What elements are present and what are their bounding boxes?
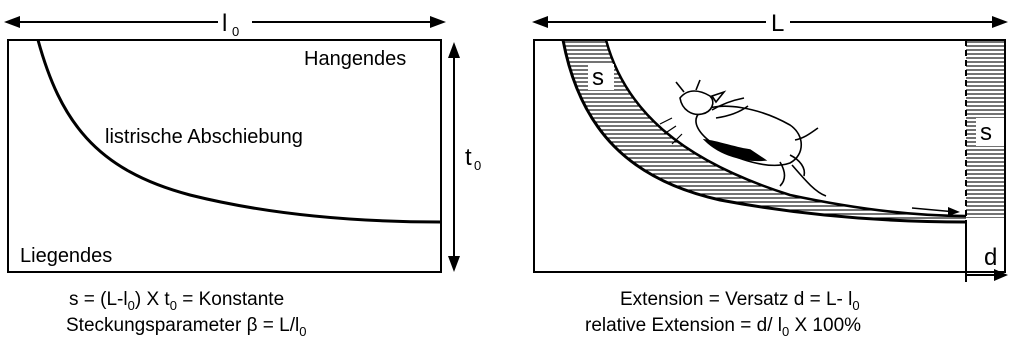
fault-label: listrische Abschiebung (105, 126, 303, 148)
left-caption-line2: Steckungsparameter β = L/l0 (66, 315, 306, 338)
area-label-right: s (980, 119, 992, 146)
cow-illustration (659, 79, 827, 197)
footwall-label: Liegendes (20, 245, 112, 267)
main-fault-line (561, 39, 967, 224)
offset-arrow (965, 222, 1008, 282)
hanging-wall-label: Hangendes (304, 48, 406, 70)
left-width-label: l (222, 10, 227, 37)
left-hatched-area (563, 40, 966, 222)
right-caption-line2: relative Extension = d/ l0 X 100% (585, 315, 861, 338)
thickness-label: t (465, 144, 472, 171)
area-label-left: s (592, 64, 604, 91)
right-width-arrow (532, 16, 1008, 28)
displaced-block-edge (604, 39, 967, 218)
offset-label: d (984, 244, 997, 271)
right-panel: L s s (532, 10, 1008, 282)
left-panel: l 0 Hangendes listrische Abschiebung Lie… (4, 10, 481, 273)
left-caption-line1: s = (L-l0) X t0 = Konstante (69, 289, 284, 313)
left-width-label-subscript: 0 (232, 24, 239, 39)
right-caption-line1: Extension = Versatz d = L- l0 (620, 289, 860, 313)
left-caption: s = (L-l0) X t0 = Konstante Steckungspar… (66, 289, 306, 338)
left-cross-section-box (7, 39, 442, 273)
thickness-arrow (448, 42, 460, 272)
listric-fault-line (36, 39, 442, 224)
right-width-label: L (771, 10, 784, 37)
right-caption: Extension = Versatz d = L- l0 relative E… (585, 289, 861, 338)
left-width-arrow (4, 16, 446, 28)
slip-arrow (911, 207, 960, 216)
thickness-label-subscript: 0 (474, 158, 481, 173)
